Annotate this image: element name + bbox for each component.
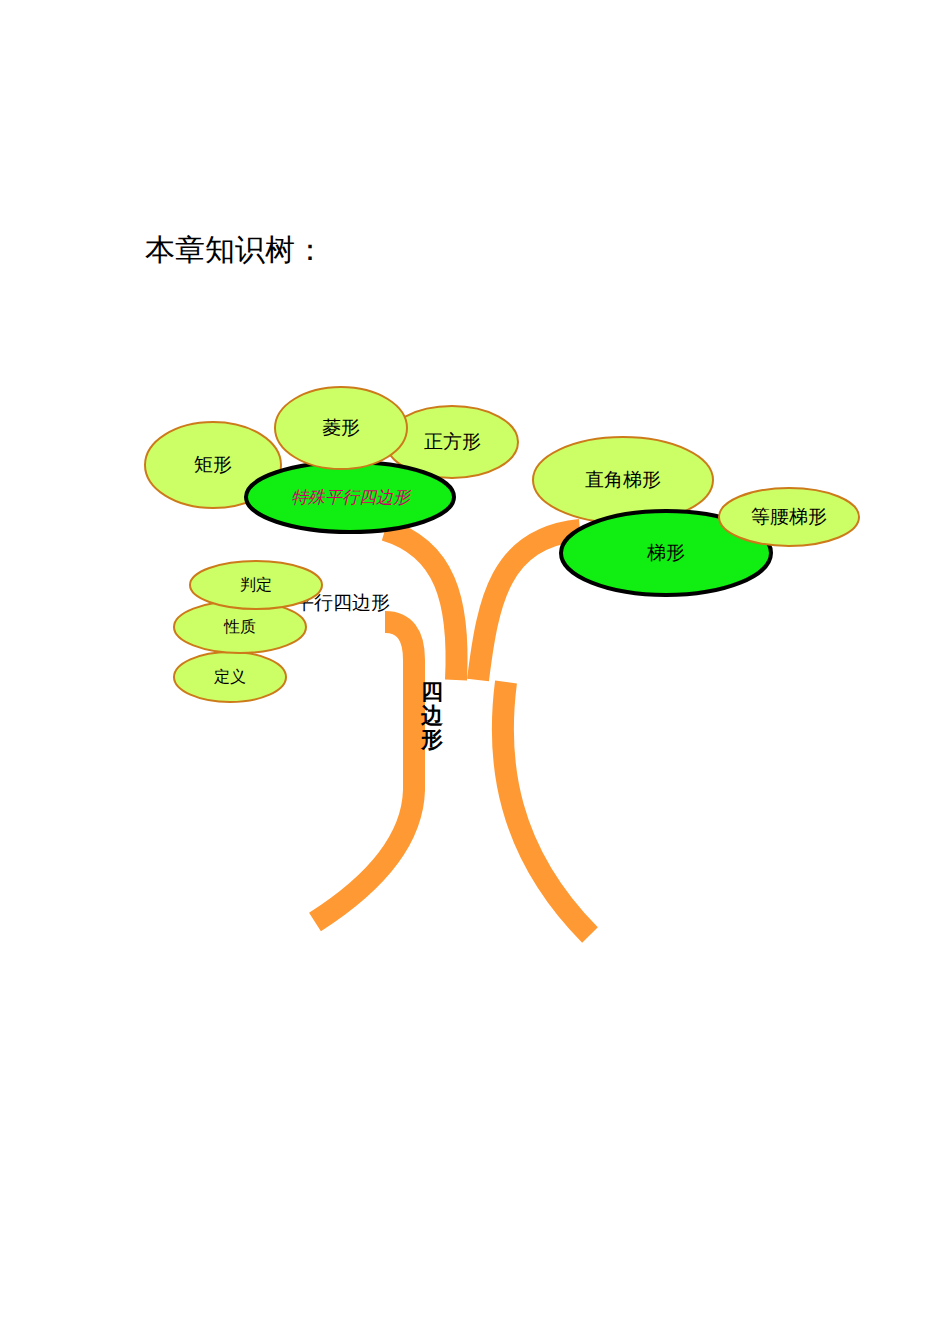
node-text: 正方形 bbox=[424, 429, 481, 455]
tree-trunk-left bbox=[315, 622, 414, 922]
node-text: 梯形 bbox=[647, 540, 685, 566]
node-text: 矩形 bbox=[194, 452, 232, 478]
node-text: 判定 bbox=[240, 575, 272, 596]
node-text: 性质 bbox=[224, 617, 256, 638]
ellipse-shape bbox=[275, 387, 407, 469]
node-text: 直角梯形 bbox=[585, 467, 661, 493]
ellipse-shape bbox=[174, 652, 286, 702]
ellipse-shape bbox=[246, 462, 454, 532]
ellipse-shape bbox=[719, 488, 859, 546]
diagram-title: 本章知识树： bbox=[145, 230, 325, 271]
ellipse-shape bbox=[190, 561, 322, 609]
tree-trunk-right bbox=[503, 682, 590, 935]
node-text: 菱形 bbox=[322, 415, 360, 441]
node-text: 特殊平行四边形 bbox=[291, 486, 410, 509]
node-text: 等腰梯形 bbox=[751, 504, 827, 530]
ellipse-shape bbox=[174, 601, 306, 653]
topic-ellipse: 菱形 bbox=[273, 385, 409, 471]
topic-ellipse: 判定 bbox=[188, 559, 324, 611]
node-text: 定义 bbox=[214, 667, 246, 688]
topic-ellipse: 等腰梯形 bbox=[717, 486, 861, 548]
ellipse-shape bbox=[561, 511, 771, 595]
topic-ellipse: 定义 bbox=[172, 650, 288, 704]
trunk-label: 四边形 bbox=[421, 680, 443, 753]
category-ellipse: 特殊平行四边形 bbox=[244, 460, 456, 534]
tree-branch-left bbox=[385, 530, 457, 680]
